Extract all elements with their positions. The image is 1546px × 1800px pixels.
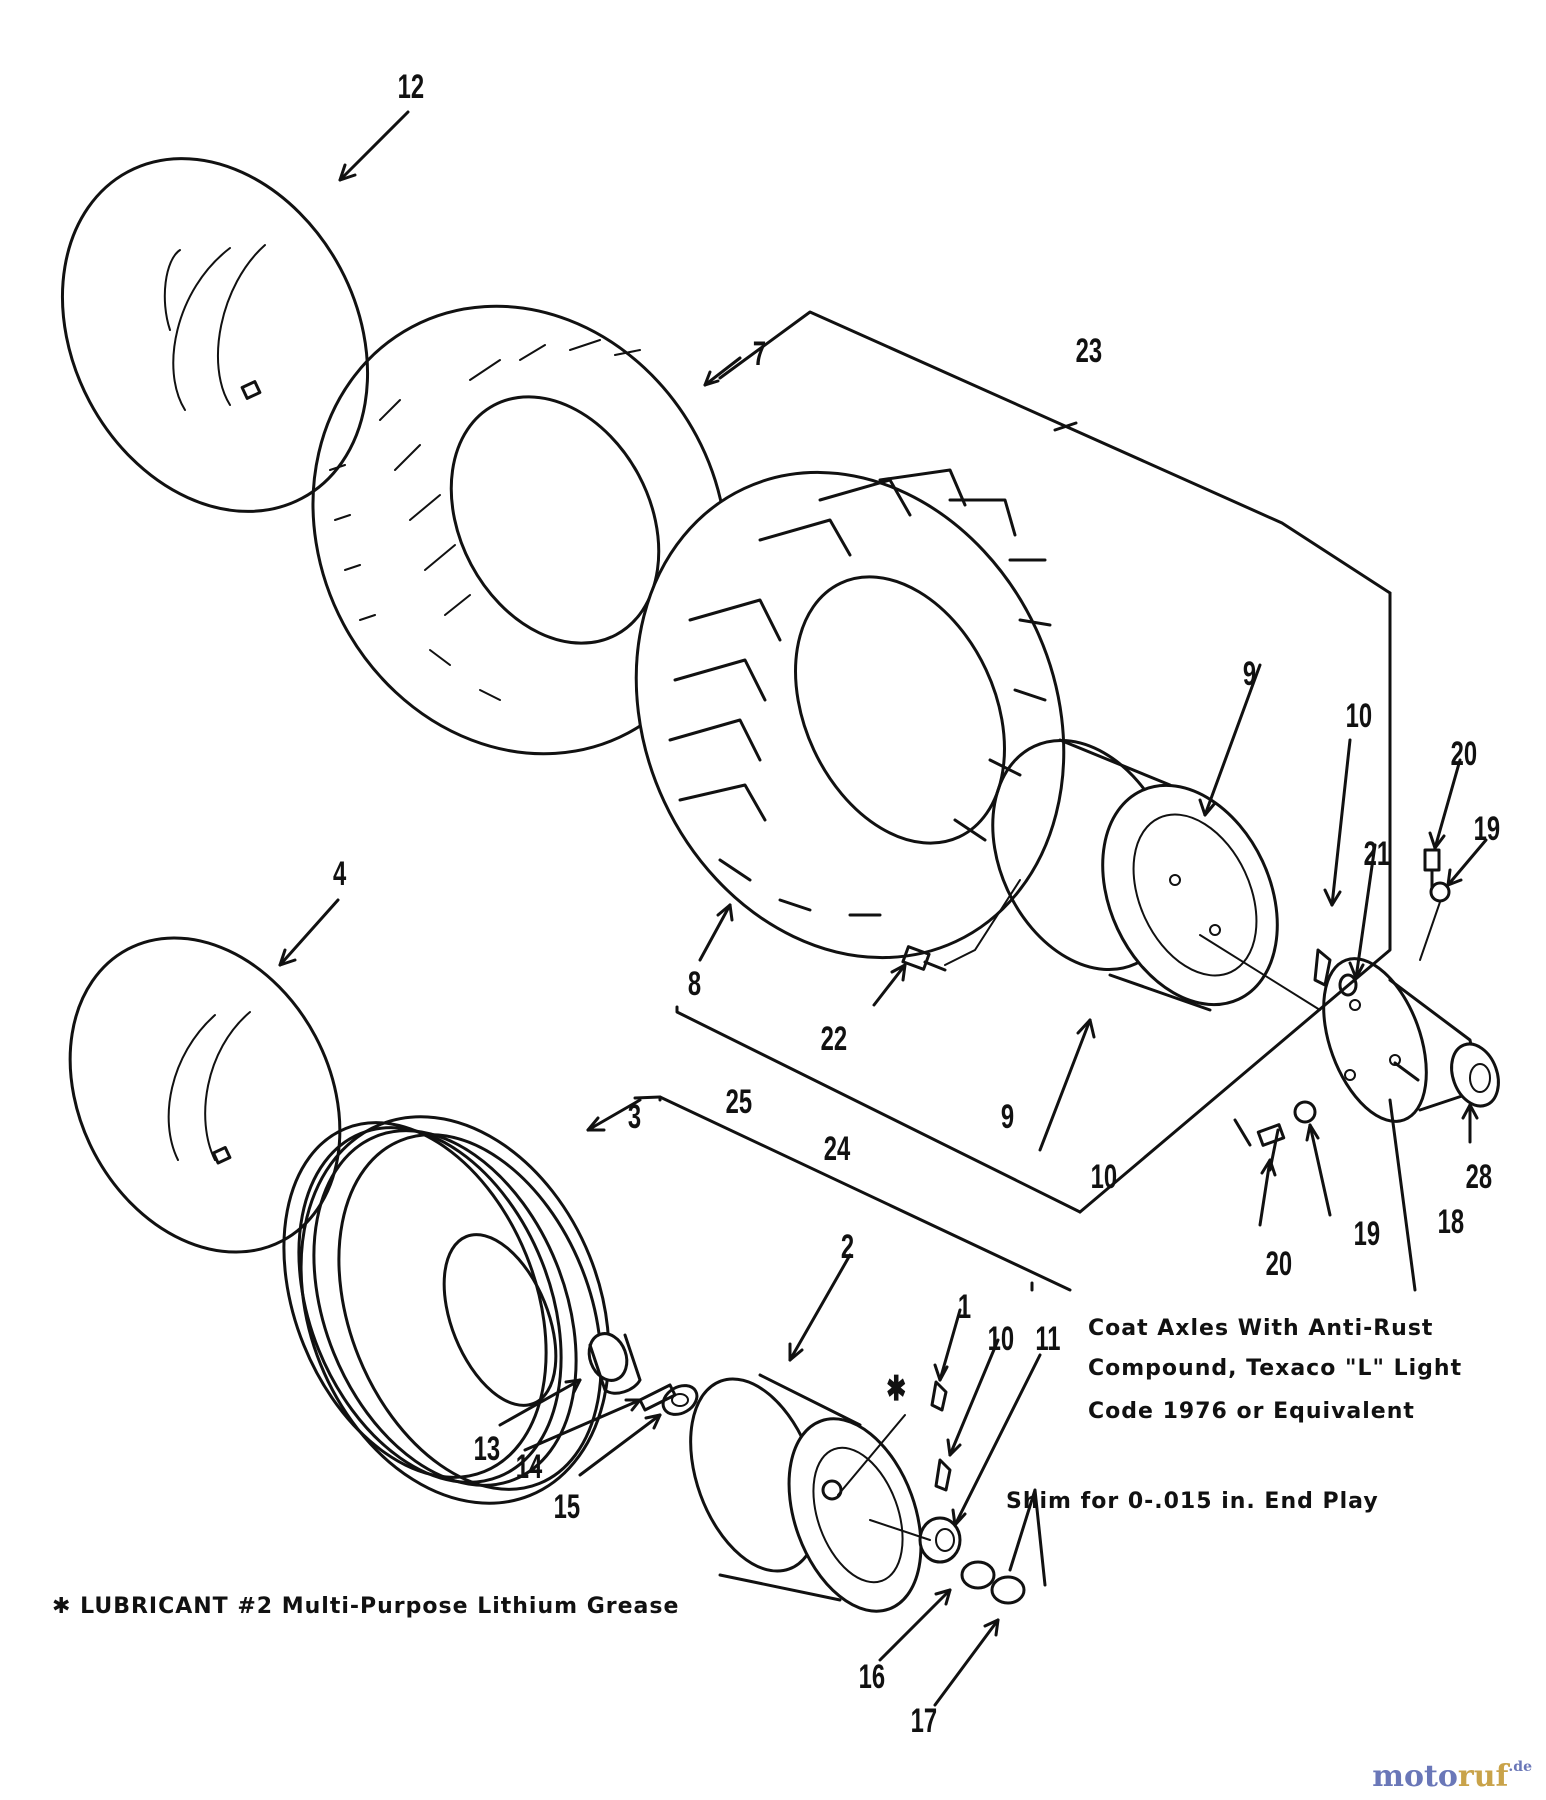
label-13: 13 xyxy=(474,1430,500,1468)
note-shim: Shim for 0-.015 in. End Play xyxy=(1006,1489,1379,1514)
valve-stem-10-front xyxy=(934,1458,952,1492)
notes: Coat Axles With Anti-Rust Compound, Texa… xyxy=(52,1316,1462,1619)
label-24: 24 xyxy=(824,1130,851,1168)
rear-hardware xyxy=(901,848,1451,1147)
bolt-20-bottom xyxy=(1256,1123,1286,1147)
rear-wheel-rim-9 xyxy=(991,738,1279,1012)
label-10-front: 10 xyxy=(988,1320,1014,1358)
watermark-part-2: ruf xyxy=(1457,1759,1509,1794)
grease-fitting-1 xyxy=(930,1380,948,1412)
label-8: 8 xyxy=(688,965,701,1003)
label-18: 18 xyxy=(1438,1203,1464,1241)
bearing-11 xyxy=(918,1516,962,1564)
label-23: 23 xyxy=(1076,332,1102,370)
label-20-upper: 20 xyxy=(1451,735,1477,773)
label-7: 7 xyxy=(753,335,766,373)
label-4: 4 xyxy=(333,855,347,893)
label-17: 17 xyxy=(911,1702,937,1740)
leader-arrows xyxy=(278,110,1488,1707)
label-20-lower: 20 xyxy=(1266,1245,1292,1283)
watermark-part-1: moto xyxy=(1372,1759,1458,1794)
label-15: 15 xyxy=(554,1488,580,1526)
label-28: 28 xyxy=(1466,1158,1492,1196)
label-star: ✱ xyxy=(886,1370,906,1408)
label-9-lower: 9 xyxy=(1001,1098,1014,1136)
label-25: 25 xyxy=(726,1083,752,1121)
shim-16 xyxy=(960,1560,996,1590)
inner-tube-4 xyxy=(68,936,342,1254)
front-hardware xyxy=(587,1332,699,1416)
lug-tire-8 xyxy=(634,468,1066,960)
label-1: 1 xyxy=(958,1288,971,1326)
label-19-upper: 19 xyxy=(1474,810,1500,848)
label-2: 2 xyxy=(841,1228,854,1266)
turf-tire-7 xyxy=(311,304,729,756)
watermark-logo: motoruf.de xyxy=(1372,1759,1532,1794)
note-lubricant: ✱ LUBRICANT #2 Multi-Purpose Lithium Gre… xyxy=(52,1594,679,1619)
label-21: 21 xyxy=(1364,835,1390,873)
label-3: 3 xyxy=(628,1098,641,1136)
wheel-hub-18 xyxy=(1322,957,1500,1123)
group-brackets xyxy=(633,310,1392,1292)
note-coat-line-3: Code 1976 or Equivalent xyxy=(1088,1399,1415,1424)
pin-14 xyxy=(638,1383,677,1412)
nut-19-bottom xyxy=(1293,1100,1317,1124)
inner-tube-12 xyxy=(60,157,370,513)
note-coat-line-2: Compound, Texaco "L" Light xyxy=(1088,1356,1462,1381)
label-16: 16 xyxy=(859,1658,885,1696)
valve-stem-10 xyxy=(1313,948,1332,987)
part-labels: 12 7 23 9 10 20 19 21 8 22 4 25 3 24 9 1… xyxy=(333,68,1500,1740)
washer-15 xyxy=(661,1384,699,1416)
label-9-upper: 9 xyxy=(1243,655,1256,693)
shim-17 xyxy=(990,1575,1026,1605)
label-10-upper: 10 xyxy=(1346,697,1372,735)
front-tire-3 xyxy=(282,1115,611,1505)
label-11: 11 xyxy=(1035,1320,1060,1358)
label-14: 14 xyxy=(516,1448,543,1486)
note-coat-line-1: Coat Axles With Anti-Rust xyxy=(1088,1316,1433,1341)
nut-19-top xyxy=(1429,881,1451,903)
label-22: 22 xyxy=(821,1020,847,1058)
label-12: 12 xyxy=(398,68,424,106)
label-19-lower: 19 xyxy=(1354,1215,1380,1253)
watermark-part-3: .de xyxy=(1508,1759,1532,1775)
bolt-20-top xyxy=(1423,848,1441,872)
key-21 xyxy=(1338,973,1358,997)
front-wheel-rim-2 xyxy=(689,1373,1026,1613)
guide-lines xyxy=(837,879,1441,1541)
label-10-lower-right: 10 xyxy=(1091,1158,1117,1196)
